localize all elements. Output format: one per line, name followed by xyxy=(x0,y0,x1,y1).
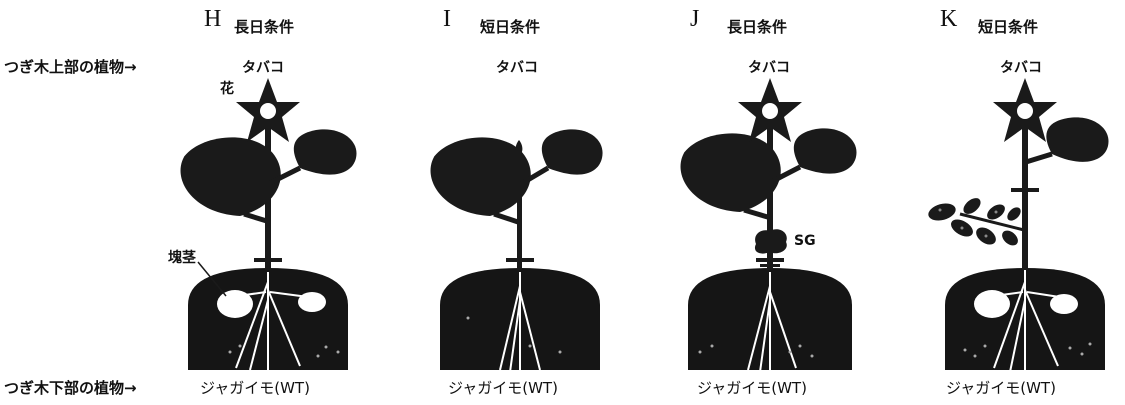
sg-callout-label: SG xyxy=(794,233,816,249)
root-system xyxy=(747,272,797,373)
leaf xyxy=(1046,117,1109,162)
panel-letter-j: J xyxy=(690,6,700,32)
panel-rootstock-j: ジャガイモ(WT) xyxy=(697,379,807,397)
panel-condition-k: 短日条件 xyxy=(978,18,1039,36)
tuber xyxy=(217,290,253,318)
panel-condition-i: 短日条件 xyxy=(480,18,541,36)
leaf xyxy=(174,127,289,227)
petiole xyxy=(268,165,302,186)
leaf xyxy=(793,128,857,174)
stem xyxy=(1022,120,1028,270)
petiole xyxy=(769,164,802,185)
panel-scion-j: タバコ xyxy=(748,60,790,76)
panel-rootstock-i: ジャガイモ(WT) xyxy=(448,379,558,397)
flower-center xyxy=(762,103,778,119)
panel-letter-h: H xyxy=(204,6,222,32)
panel-h-illustration xyxy=(174,78,357,372)
graft-junction xyxy=(1011,188,1039,192)
panel-i-illustration xyxy=(424,127,603,373)
soil-speckles xyxy=(228,344,340,358)
flower-callout-label: 花 xyxy=(220,81,234,97)
panel-condition-h: 長日条件 xyxy=(234,18,295,36)
panel-rootstock-k: ジャガイモ(WT) xyxy=(946,379,1056,397)
panel-rootstock-h: ジャガイモ(WT) xyxy=(200,379,310,397)
stem xyxy=(517,152,522,270)
petiole xyxy=(1025,151,1053,165)
petiole xyxy=(493,211,522,226)
panel-j-illustration xyxy=(674,78,857,373)
flower-center xyxy=(260,103,276,119)
leaf xyxy=(541,129,603,175)
panel-scion-i: タバコ xyxy=(496,60,538,76)
leaf xyxy=(293,129,357,175)
scion-row-label: つぎ木上部の植物→ xyxy=(4,58,137,76)
tuber-pointer-line xyxy=(197,261,227,297)
panel-k-illustration xyxy=(928,78,1109,373)
petiole xyxy=(243,211,271,225)
soil-speckles xyxy=(466,316,562,354)
panel-scion-h: タバコ xyxy=(242,60,284,76)
panel-condition-j: 長日条件 xyxy=(727,18,788,36)
flower-center xyxy=(1017,103,1033,119)
tuber xyxy=(1050,294,1078,314)
tuber xyxy=(298,292,326,312)
panel-scion-k: タバコ xyxy=(1000,60,1042,76)
root-system xyxy=(499,272,541,373)
tuber xyxy=(974,290,1010,318)
panel-letter-k: K xyxy=(940,6,958,32)
petiole xyxy=(743,207,772,221)
petiole xyxy=(519,165,550,187)
tuber-callout-label: 塊茎 xyxy=(168,250,196,266)
soil-speckles xyxy=(963,342,1092,358)
soil-speckles xyxy=(698,344,814,358)
rootstock-row-label: つぎ木下部の植物→ xyxy=(4,379,137,397)
sg-tissue xyxy=(754,229,787,254)
potato-compound-leaf xyxy=(928,198,1025,246)
panel-letter-i: I xyxy=(443,6,451,32)
